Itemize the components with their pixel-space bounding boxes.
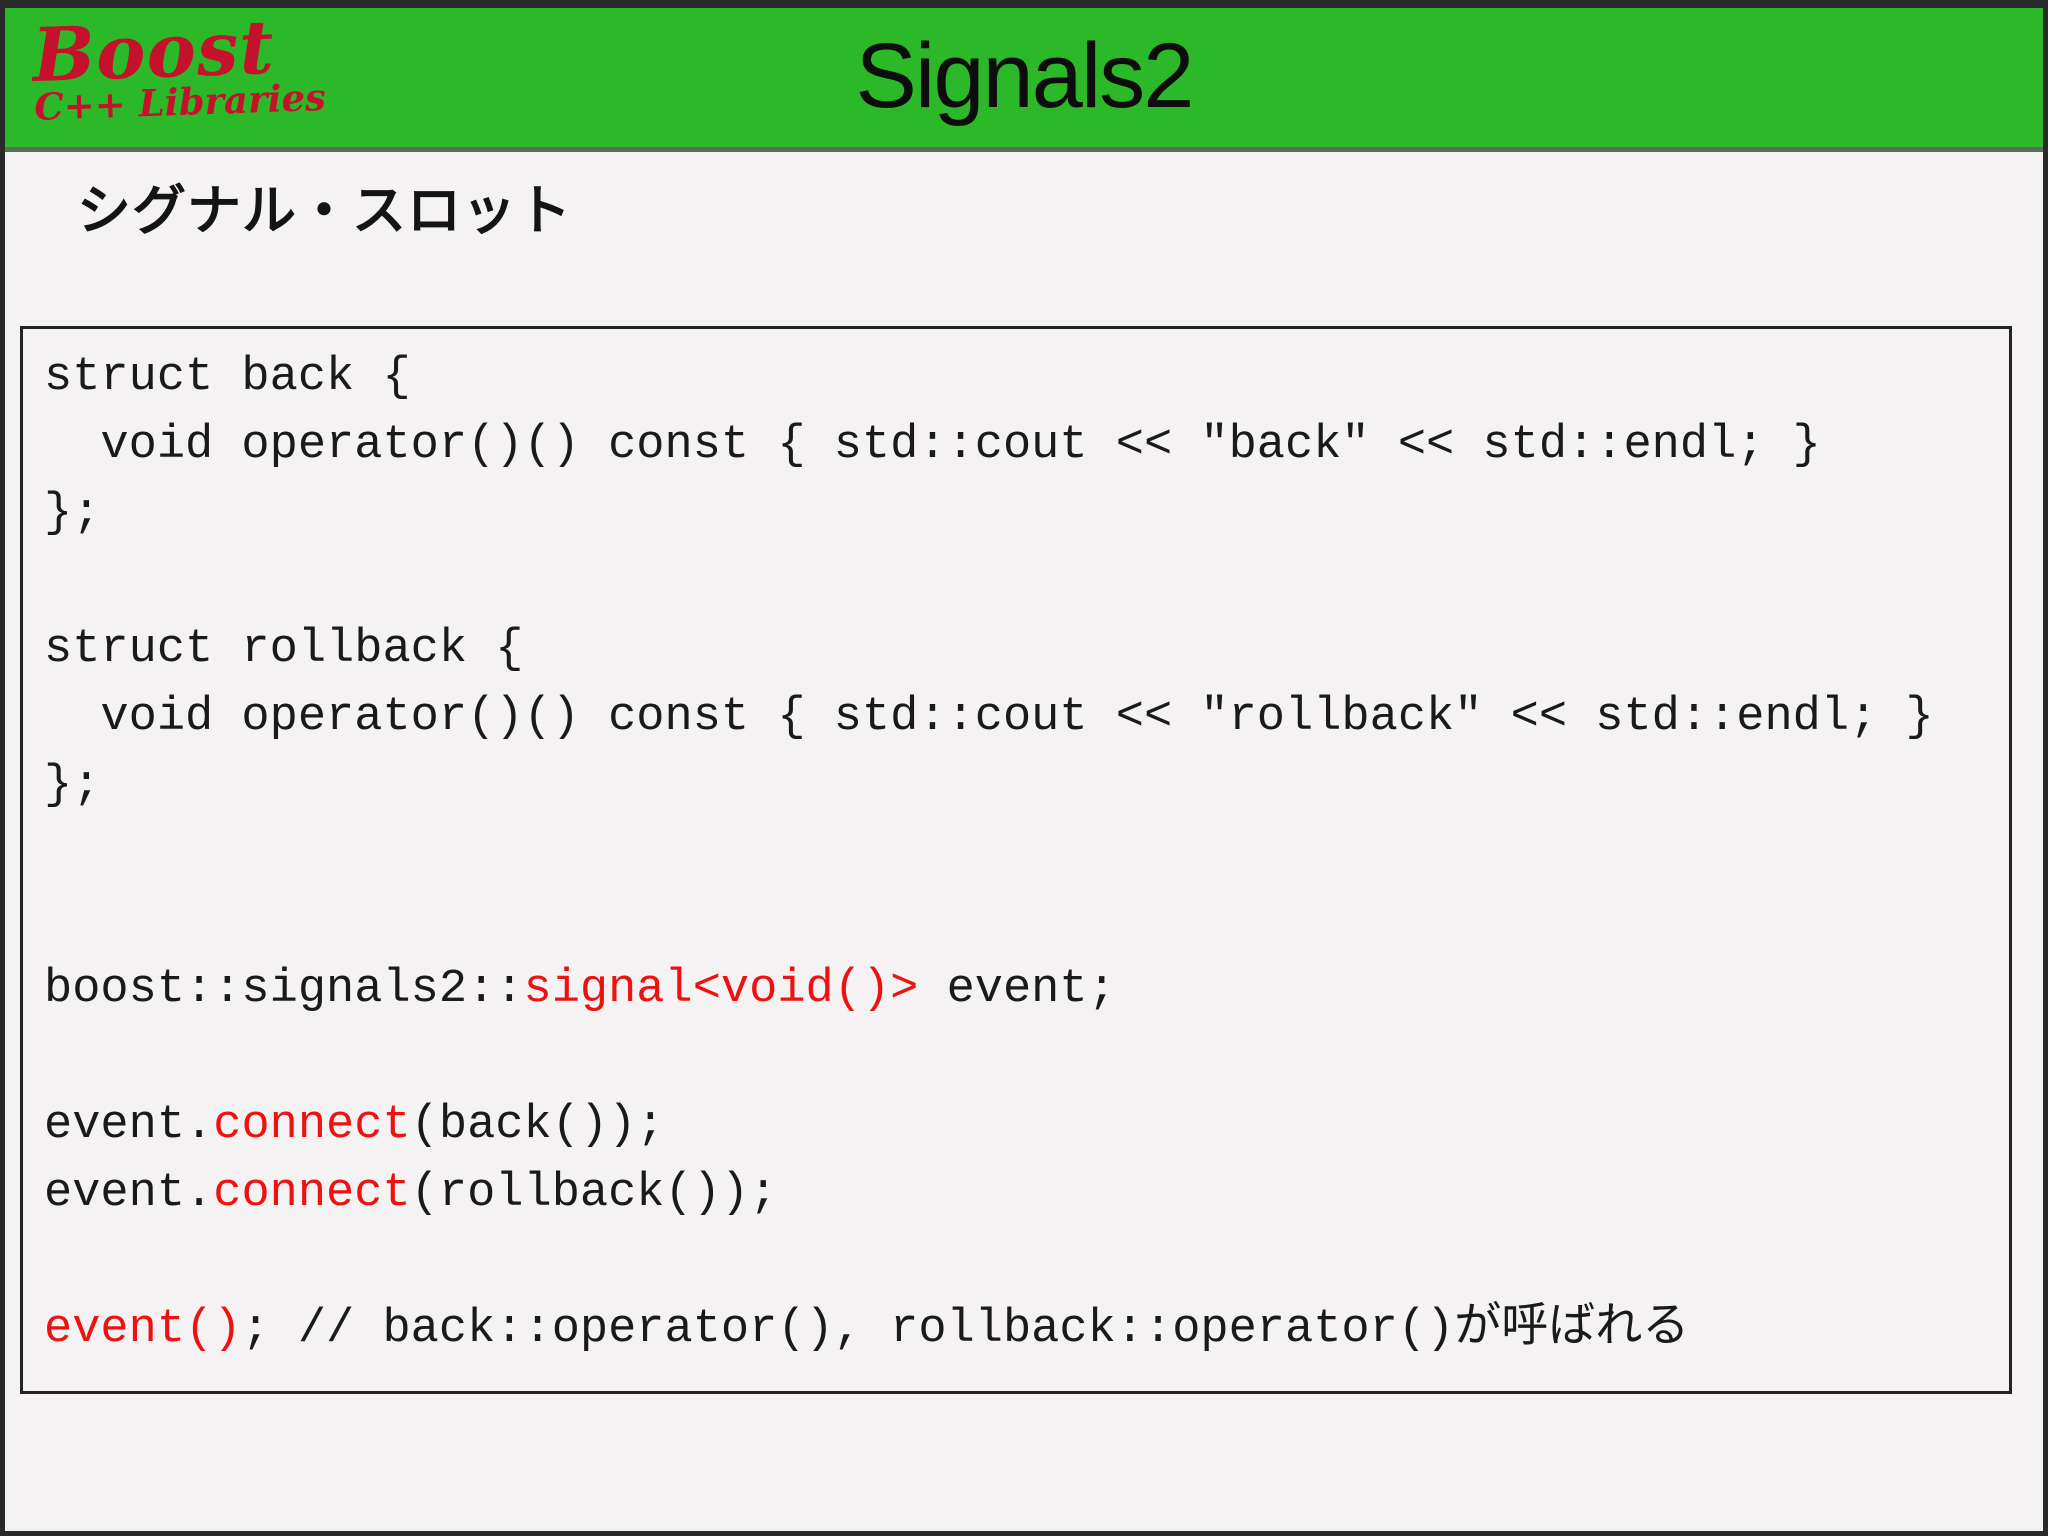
code-token: (rollback()); (410, 1167, 778, 1220)
code-token: ; // back::operator(), rollback::operato… (241, 1303, 1690, 1356)
code-line (44, 888, 2009, 956)
code-token-highlight: connect (213, 1167, 411, 1220)
code-line (44, 548, 2009, 616)
code-token: event. (44, 1099, 214, 1152)
code-line: void operator()() const { std::cout << "… (44, 412, 2009, 480)
code-line: struct back { (44, 344, 2009, 412)
code-line: }; (44, 752, 2009, 820)
code-token: (back()); (410, 1099, 665, 1152)
code-token: void operator()() const { std::cout << "… (44, 691, 1934, 744)
code-token: }; (44, 759, 101, 812)
code-token: event. (44, 1167, 214, 1220)
code-token: }; (44, 487, 101, 540)
code-token: struct back { (44, 351, 411, 404)
code-line: void operator()() const { std::cout << "… (44, 684, 2009, 752)
code-line: event(); // back::operator(), rollback::… (44, 1296, 2009, 1364)
code-line: struct rollback { (44, 616, 2009, 684)
code-token-highlight: event() (44, 1303, 242, 1356)
code-line: event.connect(rollback()); (44, 1160, 2009, 1228)
code-token: boost::signals2:: (44, 963, 524, 1016)
slide-subtitle: シグナル・スロット (77, 181, 572, 241)
code-token-highlight: signal<void()> (523, 963, 919, 1016)
code-token: event; (918, 963, 1116, 1016)
code-panel: struct back { void operator()() const { … (20, 326, 2012, 1394)
code-token: struct rollback { (44, 623, 524, 676)
code-line: }; (44, 480, 2009, 548)
code-line: boost::signals2::signal<void()> event; (44, 956, 2009, 1024)
code-line (44, 820, 2009, 888)
code-token-highlight: connect (213, 1099, 411, 1152)
slide-title: Signals2 (855, 25, 1195, 127)
code-line (44, 1024, 2009, 1092)
code-token: void operator()() const { std::cout << "… (44, 419, 1821, 472)
code-line (44, 1228, 2009, 1296)
code-line: event.connect(back()); (44, 1092, 2009, 1160)
header-bar: Boost C++ Libraries Signals2 (5, 8, 2043, 152)
